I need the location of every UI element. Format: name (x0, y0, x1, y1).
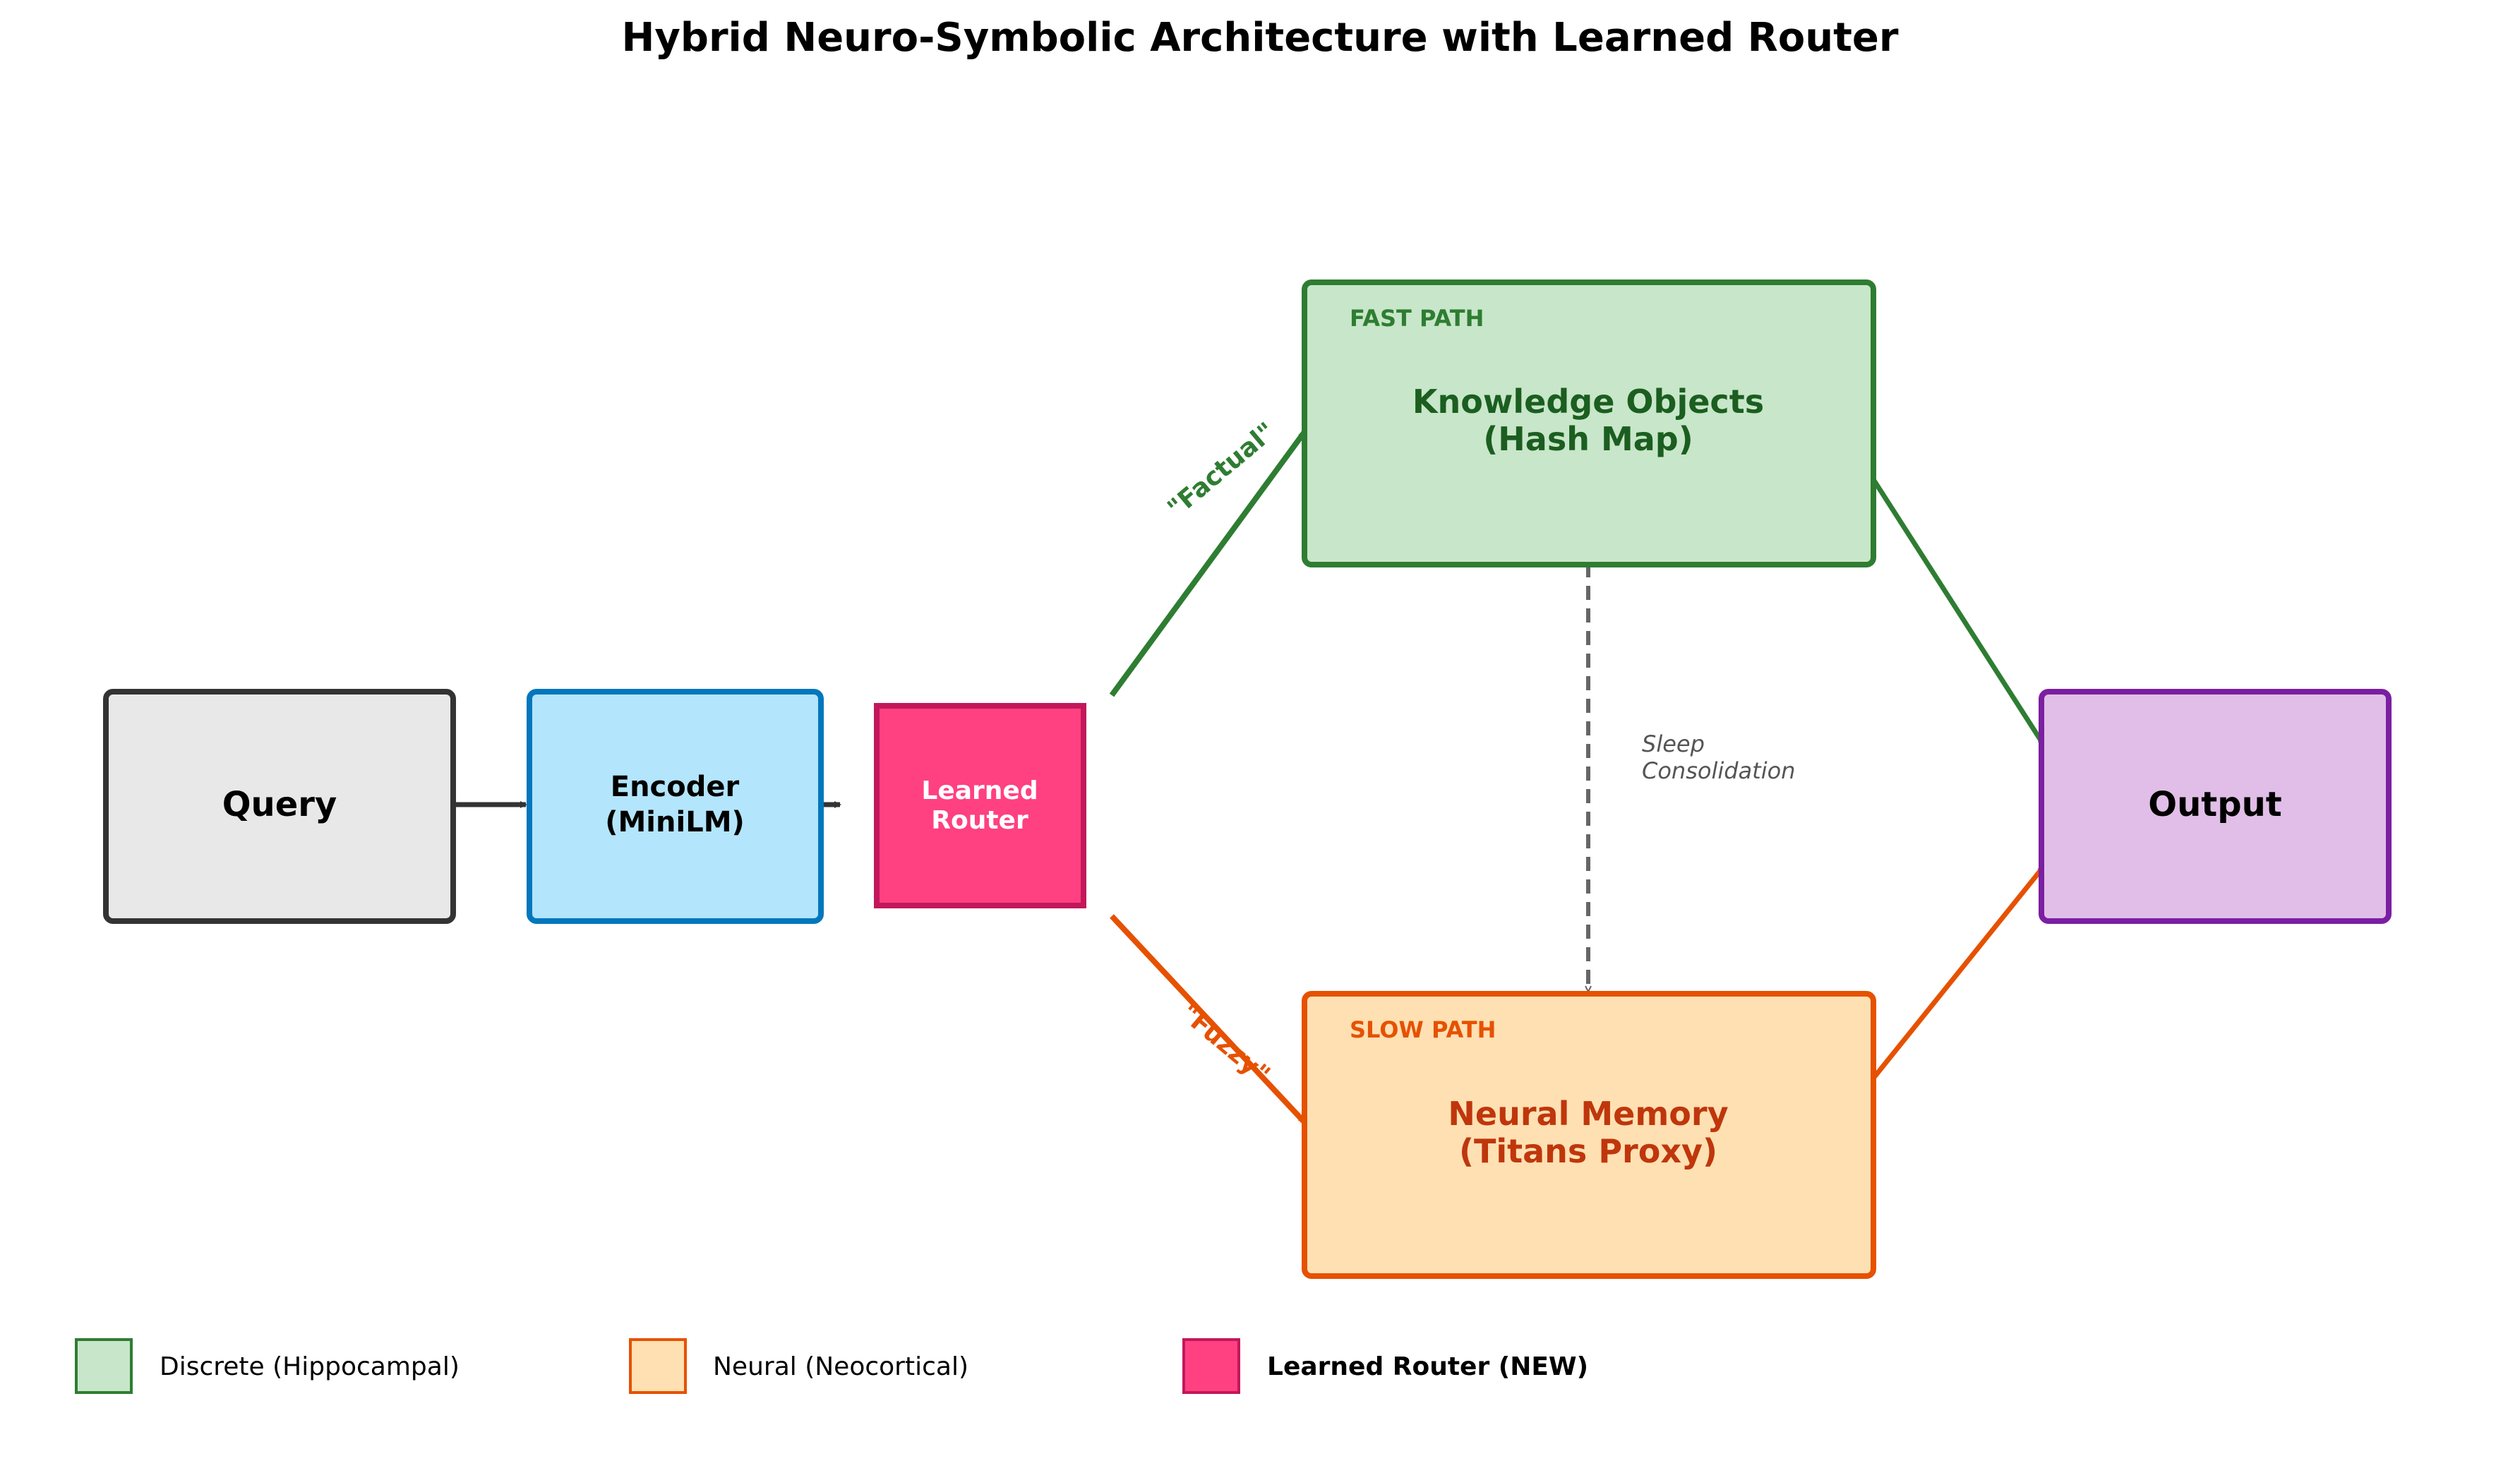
legend-swatch-neural (629, 1338, 687, 1394)
diagram-title: Hybrid Neuro-Symbolic Architecture with … (621, 15, 1898, 61)
fast-path-tag: FAST PATH (1350, 305, 1484, 332)
encoder-model-label: (MiniLM) (605, 806, 745, 838)
legend-label-router: Learned Router (NEW) (1267, 1352, 1588, 1381)
fast-to-output-arrow (1867, 471, 2046, 746)
factual-edge-label: "Factual" (1163, 417, 1281, 523)
legend-swatch-discrete (75, 1338, 133, 1394)
output-label: Output (2148, 785, 2281, 824)
output-node: Output (2039, 689, 2392, 924)
slow-path-title: Neural Memory (1448, 1095, 1728, 1133)
legend-item-discrete: Discrete (Hippocampal) (75, 1338, 460, 1394)
legend-label-neural: Neural (Neocortical) (713, 1352, 968, 1381)
legend-item-neural: Neural (Neocortical) (629, 1338, 968, 1394)
router-label-line1: Learned (921, 776, 1038, 805)
encoder-label: Encoder (611, 771, 740, 803)
legend-swatch-router (1182, 1338, 1240, 1394)
factual-arrow (1109, 430, 1307, 697)
query-node: Query (103, 689, 456, 924)
legend-label-discrete: Discrete (Hippocampal) (160, 1352, 460, 1381)
fast-path-title: Knowledge Objects (1412, 383, 1764, 421)
sleep-consolidation-label-line1: Sleep (1642, 730, 1705, 757)
query-label: Query (222, 785, 337, 824)
legend: Discrete (Hippocampal) Neural (Neocortic… (75, 1338, 1588, 1394)
encoder-node: Encoder (MiniLM) (527, 689, 824, 924)
fast-path-node: FAST PATH Knowledge Objects (Hash Map) (1302, 279, 1876, 567)
fuzzy-edge-label: "Fuzzy" (1175, 999, 1275, 1090)
fast-path-subtitle: (Hash Map) (1483, 420, 1693, 458)
sleep-consolidation-label-line2: Consolidation (1642, 757, 1795, 784)
legend-item-router: Learned Router (NEW) (1182, 1338, 1588, 1394)
router-label-line2: Router (931, 806, 1028, 835)
slow-path-node: SLOW PATH Neural Memory (Titans Proxy) (1302, 991, 1876, 1279)
slow-to-output-arrow (1867, 865, 2046, 1086)
learned-router-node: Learned Router (874, 703, 1086, 908)
fuzzy-arrow (1110, 914, 1307, 1124)
slow-path-tag: SLOW PATH (1350, 1016, 1496, 1043)
slow-path-subtitle: (Titans Proxy) (1459, 1132, 1717, 1170)
